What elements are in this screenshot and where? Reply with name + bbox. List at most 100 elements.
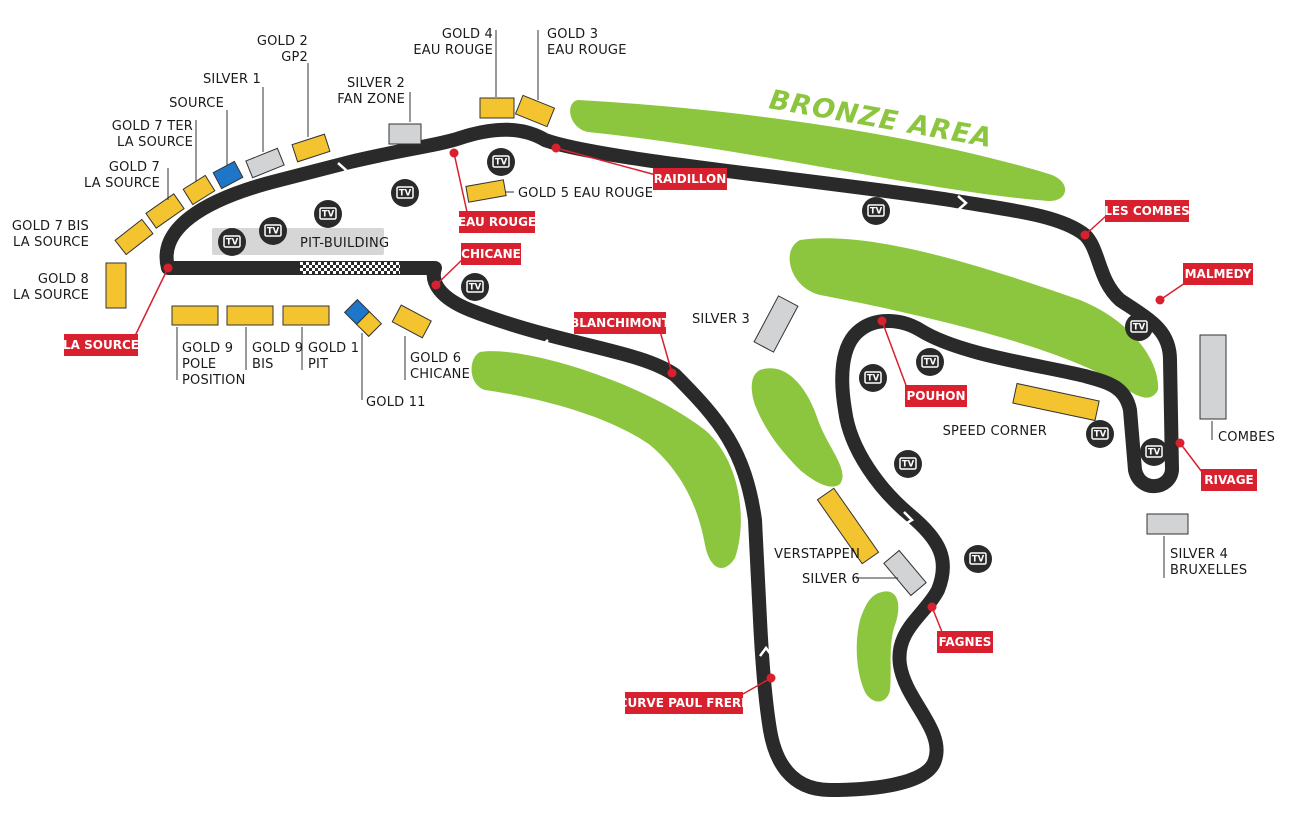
label-gold-5: GOLD 5 EAU ROUGE: [518, 186, 653, 201]
svg-text:CURVE PAUL FRERE: CURVE PAUL FRERE: [619, 696, 750, 710]
stand-silver-4[interactable]: [1146, 513, 1189, 535]
svg-text:LES COMBES: LES COMBES: [1104, 204, 1190, 218]
corner-dots: [163, 143, 1185, 683]
corner-chicane[interactable]: CHICANE: [461, 243, 521, 265]
stand-silver-2[interactable]: [388, 123, 422, 145]
track: [159, 122, 1179, 797]
svg-text:FAGNES: FAGNES: [939, 635, 992, 649]
stand-silver-6[interactable]: [883, 549, 927, 597]
label-silver-1: SILVER 1: [203, 72, 261, 87]
stand-gold-2[interactable]: [291, 133, 331, 163]
tv-icon[interactable]: TV: [862, 197, 890, 225]
stand-gold-9-pole[interactable]: [171, 305, 219, 326]
direction-arrow: [901, 511, 915, 528]
corner-leader: [659, 330, 673, 374]
stands: [105, 94, 1227, 597]
stand-silver-3[interactable]: [753, 295, 799, 353]
stand-gold-5[interactable]: [465, 179, 507, 203]
label-combes: COMBES: [1218, 430, 1275, 445]
corner-la-source[interactable]: LA SOURCE: [63, 334, 139, 356]
tv-icon[interactable]: TV: [461, 273, 489, 301]
stand-source[interactable]: [212, 160, 244, 190]
tv-icon[interactable]: TV: [487, 148, 515, 176]
bronze-areas: [471, 100, 1159, 702]
svg-text:TV: TV: [972, 555, 985, 565]
corner-dot: [431, 280, 441, 290]
corner-dot: [551, 143, 561, 153]
corner-les-combes[interactable]: LES COMBES: [1104, 200, 1190, 222]
tv-icon[interactable]: TV: [894, 450, 922, 478]
corner-labels: LA SOURCE EAU ROUGE RAIDILLON CHICANE BL…: [63, 168, 1257, 714]
tv-icon[interactable]: TV: [314, 200, 342, 228]
bronze-area-top[interactable]: [570, 100, 1066, 202]
stand-gold-6[interactable]: [391, 304, 432, 339]
stand-combes[interactable]: [1199, 334, 1227, 420]
svg-text:TV: TV: [469, 283, 482, 293]
corner-leader: [881, 320, 908, 389]
corner-dot: [766, 673, 776, 683]
tv-icon[interactable]: TV: [859, 364, 887, 392]
stand-gold-11[interactable]: [343, 298, 383, 338]
race-track: [159, 122, 1179, 797]
stand-verstappen[interactable]: [816, 487, 880, 565]
tv-icon[interactable]: TV: [1086, 420, 1114, 448]
tv-icon[interactable]: TV: [1125, 313, 1153, 341]
stand-gold-4[interactable]: [479, 97, 515, 119]
svg-text:TV: TV: [399, 189, 412, 199]
bronze-area-blanchimont[interactable]: [471, 351, 741, 568]
tv-icon[interactable]: TV: [259, 217, 287, 245]
svg-text:TV: TV: [322, 210, 335, 220]
tv-icon[interactable]: TV: [218, 228, 246, 256]
stand-gold-8[interactable]: [105, 262, 127, 309]
label-speed-corner: SPEED CORNER: [943, 424, 1047, 439]
svg-text:TV: TV: [902, 460, 915, 470]
stand-gold-3[interactable]: [514, 94, 556, 128]
stand-silver-1[interactable]: [245, 147, 285, 179]
corner-leaders: [133, 147, 1203, 695]
pit-building-area[interactable]: [212, 228, 384, 255]
corner-dot: [1155, 295, 1165, 305]
direction-arrow: [957, 195, 968, 211]
tv-icon[interactable]: TV: [391, 179, 419, 207]
stand-speed-corner[interactable]: [1012, 382, 1100, 422]
stand-gold-7[interactable]: [145, 193, 185, 229]
svg-text:EAU ROUGE: EAU ROUGE: [458, 215, 536, 229]
direction-arrows: [337, 162, 968, 657]
corner-dot: [877, 316, 887, 326]
stand-gold-7-ter[interactable]: [182, 174, 216, 206]
corner-dot: [1175, 438, 1185, 448]
pit-building: PIT-BUILDING: [212, 228, 389, 255]
bronze-area-fagnes[interactable]: [856, 591, 899, 702]
tv-icon[interactable]: TV: [964, 545, 992, 573]
tv-icon[interactable]: TV: [1140, 438, 1168, 466]
corner-malmedy[interactable]: MALMEDY: [1183, 263, 1253, 285]
bronze-area-malmedy[interactable]: [789, 238, 1159, 398]
stand-gold-7-bis[interactable]: [114, 218, 154, 256]
corner-dot: [667, 368, 677, 378]
direction-arrow: [538, 339, 549, 355]
bronze-area-pouhon[interactable]: [751, 368, 843, 487]
tv-icon[interactable]: TV: [916, 348, 944, 376]
corner-leader: [133, 267, 169, 339]
corner-blanchimont[interactable]: BLANCHIMONT: [570, 312, 671, 334]
corner-curve-paul-frere[interactable]: CURVE PAUL FRERE: [619, 692, 750, 714]
corner-eau-rouge[interactable]: EAU ROUGE: [458, 211, 536, 233]
corner-fagnes[interactable]: FAGNES: [937, 631, 993, 653]
label-silver-6: SILVER 6: [802, 572, 860, 587]
corner-raidillon[interactable]: RAIDILLON: [653, 168, 727, 190]
corner-pouhon[interactable]: POUHON: [905, 385, 967, 407]
stand-gold-1[interactable]: [282, 305, 330, 326]
corner-rivage[interactable]: RIVAGE: [1201, 469, 1257, 491]
stand-gold-9-bis[interactable]: [226, 305, 274, 326]
